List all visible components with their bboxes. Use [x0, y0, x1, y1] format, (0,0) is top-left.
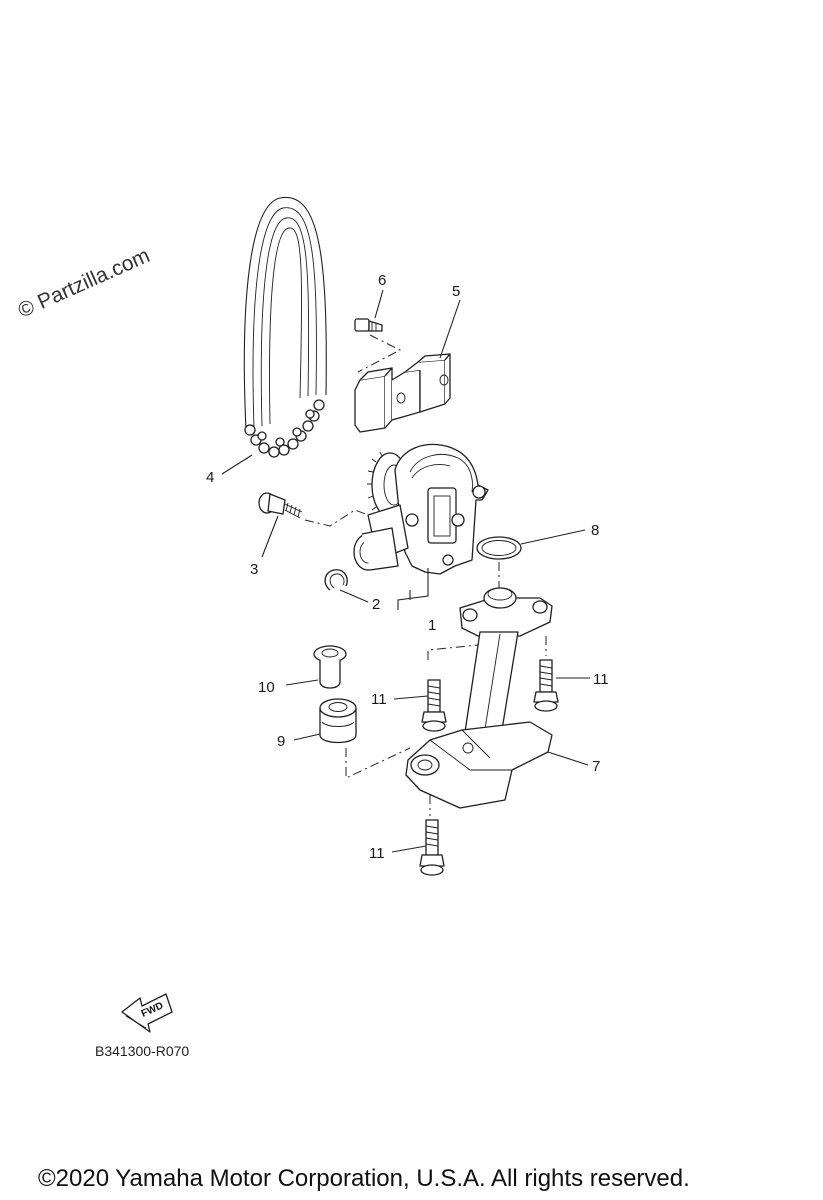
callout-1: 1: [428, 617, 436, 634]
callout-8: 8: [591, 522, 599, 539]
callout-5: 5: [452, 283, 460, 300]
forward-arrow-icon: FWD: [121, 993, 173, 1033]
drive-chain-part-4[interactable]: [243, 196, 327, 458]
collar-part-10[interactable]: [313, 645, 347, 689]
bolt-part-6[interactable]: [354, 318, 383, 332]
callout-11-right: 11: [593, 671, 609, 688]
oil-pump-assembly-part-1[interactable]: [353, 443, 489, 575]
callout-2: 2: [372, 596, 380, 613]
callout-11-left: 11: [371, 691, 387, 708]
diagram-code: B341300-R070: [95, 1043, 189, 1059]
oil-strainer-part-7[interactable]: [405, 587, 553, 809]
bolt-part-11-left[interactable]: [421, 679, 447, 732]
callout-6: 6: [378, 272, 386, 289]
callout-4: 4: [206, 469, 214, 486]
callout-3: 3: [250, 561, 258, 578]
callout-11-bottom: 11: [369, 845, 385, 862]
circlip-part-2[interactable]: [324, 569, 348, 591]
copyright-notice: ©2020 Yamaha Motor Corporation, U.S.A. A…: [38, 1165, 690, 1192]
callout-10: 10: [258, 679, 275, 696]
bolt-part-11-bottom[interactable]: [419, 819, 445, 876]
callout-9: 9: [277, 733, 285, 750]
bolt-part-3[interactable]: [258, 492, 303, 519]
bolt-part-11-right[interactable]: [533, 659, 559, 712]
partzilla-watermark: © Partzilla.com: [15, 244, 154, 323]
chain-guide-part-5[interactable]: [354, 353, 451, 433]
chain-links: [244, 399, 325, 458]
callout-7: 7: [592, 758, 600, 775]
damper-part-9[interactable]: [319, 698, 357, 744]
o-ring-part-8[interactable]: [476, 536, 522, 560]
